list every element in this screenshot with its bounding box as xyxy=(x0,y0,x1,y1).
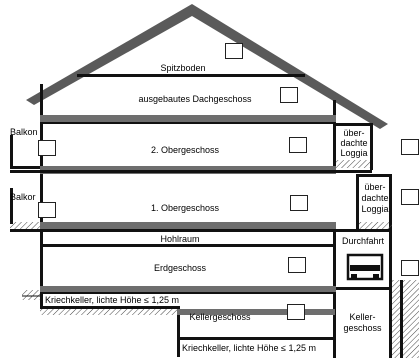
label-kriechkeller-bottom: Kriechkeller, lichte Höhe ≤ 1,25 m xyxy=(182,343,317,353)
checkbox-durchfahrt[interactable] xyxy=(401,260,419,276)
label-erdgeschoss: Erdgeschoss xyxy=(153,263,207,273)
checkbox-balkon-top[interactable] xyxy=(38,140,56,156)
durchfahrt-wall-right xyxy=(389,232,392,290)
balkon-lower-hatch xyxy=(10,222,40,230)
checkbox-og1[interactable] xyxy=(290,195,308,211)
checkbox-kellergeschoss[interactable] xyxy=(287,304,305,320)
label-hohlraum: Hohlraum xyxy=(160,234,200,244)
hohlraum-walls-left xyxy=(40,232,43,246)
label-loggia-top-3: Loggia xyxy=(340,148,368,158)
label-dachgeschoss: ausgebautes Dachgeschoss xyxy=(138,94,252,104)
keller-wall-right xyxy=(333,294,336,358)
label-og2: 2. Obergeschoss xyxy=(150,145,220,155)
keller-slab xyxy=(177,309,335,315)
roof-edge-shade xyxy=(192,10,194,12)
loggia-lower-frame xyxy=(356,174,392,177)
label-kellergeschoss: Kellergeschoss xyxy=(189,312,251,322)
hohlraum-floor xyxy=(40,244,336,247)
checkbox-balkon-lower[interactable] xyxy=(38,202,56,218)
kriechkeller-left-wall xyxy=(40,294,43,309)
kriechkeller-left-floor xyxy=(40,306,180,309)
eg-wall-right xyxy=(333,232,336,290)
loggia-top-hatch xyxy=(336,160,372,168)
checkbox-og2[interactable] xyxy=(289,137,307,153)
label-loggia-lower-1: über- xyxy=(364,182,386,192)
label-loggia-top-2: dachte xyxy=(340,138,368,148)
balkon-lower-rail xyxy=(10,188,13,224)
durchfahrt-floor xyxy=(333,287,392,290)
loggia-lower-hatch xyxy=(359,222,392,230)
keller-right-wall xyxy=(389,290,392,358)
checkbox-dachgeschoss[interactable] xyxy=(280,87,298,103)
dg-wall-left xyxy=(40,84,43,116)
label-loggia-lower-2: dachte xyxy=(361,193,389,203)
label-durchfahrt: Durchfahrt xyxy=(341,236,385,246)
label-og1: 1. Obergeschoss xyxy=(150,203,220,213)
label-kriechkeller-left: Kriechkeller, lichte Höhe ≤ 1,25 m xyxy=(45,295,180,305)
spitzboden-floor xyxy=(77,74,305,77)
label-keller-right-2: geschoss xyxy=(343,323,382,333)
checkbox-erdgeschoss[interactable] xyxy=(288,257,306,273)
og1-wall-right xyxy=(356,174,359,230)
slab-dg xyxy=(40,115,336,123)
balkon-top-rail xyxy=(10,135,13,168)
keller-wall-left xyxy=(177,309,180,357)
label-balkon-lower: Balkor xyxy=(10,192,36,202)
label-loggia-lower-3: Loggia xyxy=(361,204,389,214)
checkbox-loggia-top[interactable] xyxy=(401,139,419,155)
label-loggia-top-1: über- xyxy=(343,128,365,138)
loggia-top-frame-top xyxy=(333,123,373,126)
balkon-top-slab xyxy=(10,166,46,169)
slab-og1 xyxy=(40,222,336,230)
slab-eg xyxy=(40,286,336,294)
checkbox-loggia-lower[interactable] xyxy=(401,189,419,205)
roof xyxy=(26,4,388,129)
og2-wall-right xyxy=(333,124,336,170)
label-spitzboden: Spitzboden xyxy=(160,63,206,73)
label-balkon-top: Balkon xyxy=(10,127,38,137)
dg-wall-right xyxy=(333,100,336,122)
ground-right-edge xyxy=(400,280,403,358)
checkbox-spitzboden[interactable] xyxy=(225,43,243,59)
label-keller-right-1: Keller- xyxy=(349,312,376,322)
ground-hatch-left xyxy=(22,290,40,300)
eg-wall-left xyxy=(40,247,43,290)
car-icon xyxy=(346,253,384,281)
ground-hatch-right xyxy=(392,280,419,358)
